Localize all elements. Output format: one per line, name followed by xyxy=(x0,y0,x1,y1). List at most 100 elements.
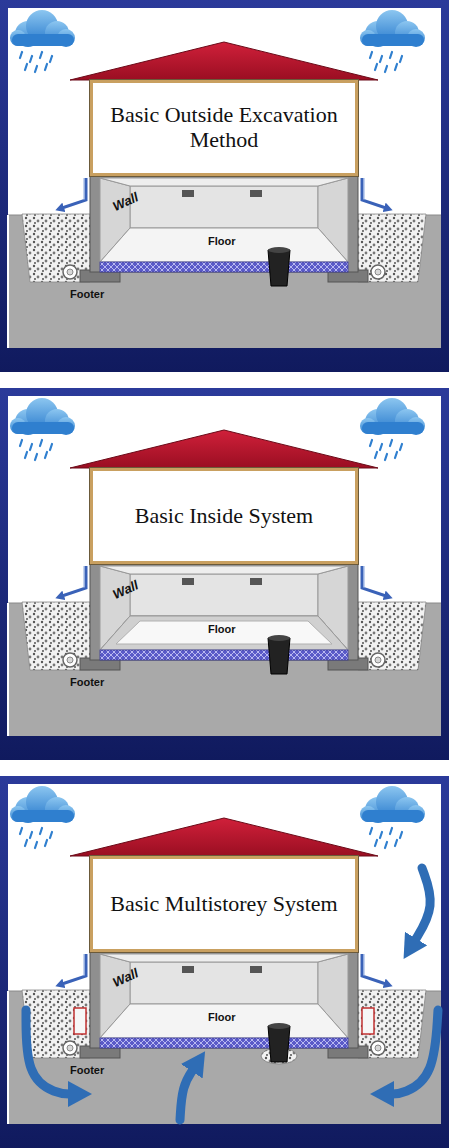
title-box: Basic Inside System xyxy=(90,468,358,564)
ground xyxy=(8,603,441,736)
downspout-outline xyxy=(364,566,365,588)
gravel-bed xyxy=(100,262,348,272)
rain-cloud xyxy=(10,398,75,460)
basement-window xyxy=(250,966,262,973)
cloud-base xyxy=(12,34,74,46)
rain-drop xyxy=(45,840,47,846)
cloud-base xyxy=(12,810,74,822)
rain-drop xyxy=(395,452,397,458)
downspout xyxy=(62,566,86,596)
rain-drop xyxy=(40,440,42,446)
rain-drop xyxy=(20,52,22,58)
rain-cloud xyxy=(10,786,75,848)
roof xyxy=(70,430,378,468)
rain-drop xyxy=(35,66,37,72)
rain-drop xyxy=(370,440,372,446)
ground-edge xyxy=(7,215,9,348)
footer-label: Footer xyxy=(70,1065,104,1076)
rain-drop xyxy=(385,842,387,848)
sump-bucket xyxy=(268,1026,290,1062)
basement-wall xyxy=(90,176,358,272)
ceiling xyxy=(100,954,348,962)
downspout-outline xyxy=(84,954,85,976)
basement-wall xyxy=(90,564,358,660)
rain-drop xyxy=(40,828,42,834)
basement-window xyxy=(182,578,194,585)
rain-cloud xyxy=(10,10,75,72)
cloud-base xyxy=(362,34,424,46)
ground-edge xyxy=(7,991,9,1124)
rain-drop xyxy=(35,842,37,848)
rain-drop xyxy=(370,52,372,58)
drain-pipe-core xyxy=(67,269,73,275)
rain-drop xyxy=(375,840,377,846)
basement-floor xyxy=(100,1004,348,1038)
rain-drop xyxy=(370,828,372,834)
basement-window xyxy=(250,578,262,585)
membrane-board xyxy=(362,1008,374,1034)
rain-drop xyxy=(50,444,52,450)
rain-drop xyxy=(25,64,27,70)
downspout-outline xyxy=(364,954,365,976)
footer-label: Footer xyxy=(70,289,104,300)
drain-pipe xyxy=(371,265,385,279)
downspout xyxy=(362,954,386,984)
roof xyxy=(70,818,378,856)
drain-pipe-core xyxy=(375,269,381,275)
inner-floor xyxy=(116,621,332,644)
gravel-bed xyxy=(100,1038,348,1048)
footer-label: Footer xyxy=(70,677,104,688)
downspout xyxy=(62,178,86,208)
rain-drop xyxy=(385,66,387,72)
back-wall xyxy=(130,186,318,228)
rain-drop xyxy=(395,840,397,846)
rain-drop xyxy=(30,832,32,838)
rain-drop xyxy=(30,56,32,62)
water-flow-arrow xyxy=(414,868,430,942)
rain-drop xyxy=(380,444,382,450)
gravel-bed xyxy=(100,650,348,660)
floor-label: Floor xyxy=(208,1012,236,1023)
cloud-base xyxy=(362,810,424,822)
back-wall xyxy=(130,962,318,1004)
rain-drop xyxy=(380,832,382,838)
rain-drop xyxy=(25,452,27,458)
rain-drop xyxy=(385,454,387,460)
rain-drop xyxy=(45,452,47,458)
sump-bucket xyxy=(268,250,290,286)
title-box: Basic Multistorey System xyxy=(90,856,358,952)
title-text: Basic Outside Excavation Method xyxy=(93,103,355,152)
house-panel xyxy=(0,776,449,1148)
basement-wall xyxy=(90,952,358,1048)
ceiling xyxy=(100,178,348,186)
rain-drop xyxy=(400,832,402,838)
drain-pipe xyxy=(63,1041,77,1055)
sump-rim xyxy=(268,635,290,641)
basement-window xyxy=(182,190,194,197)
ground xyxy=(8,215,441,348)
ground xyxy=(8,991,441,1124)
panel-frame xyxy=(0,388,449,760)
drain-pipe xyxy=(371,1041,385,1055)
cloud-base xyxy=(12,422,74,434)
drain-pipe xyxy=(371,653,385,667)
downspout-outline xyxy=(364,178,365,200)
rain-drop xyxy=(25,840,27,846)
drain-pipe-core xyxy=(67,657,73,663)
drain-pipe xyxy=(63,265,77,279)
basement-floor xyxy=(100,228,348,262)
house-panel xyxy=(0,0,449,372)
water-flow-arrow xyxy=(26,1010,72,1094)
panel-frame xyxy=(0,776,449,1148)
downspout xyxy=(362,566,386,596)
drain-pipe-core xyxy=(375,1045,381,1051)
back-wall xyxy=(130,574,318,616)
perimeter-channel xyxy=(100,616,348,650)
rain-drop xyxy=(380,56,382,62)
rain-drop xyxy=(40,52,42,58)
downspout-outline xyxy=(84,566,85,588)
rain-drop xyxy=(375,64,377,70)
rain-drop xyxy=(30,444,32,450)
rain-drop xyxy=(375,452,377,458)
ceiling xyxy=(100,566,348,574)
